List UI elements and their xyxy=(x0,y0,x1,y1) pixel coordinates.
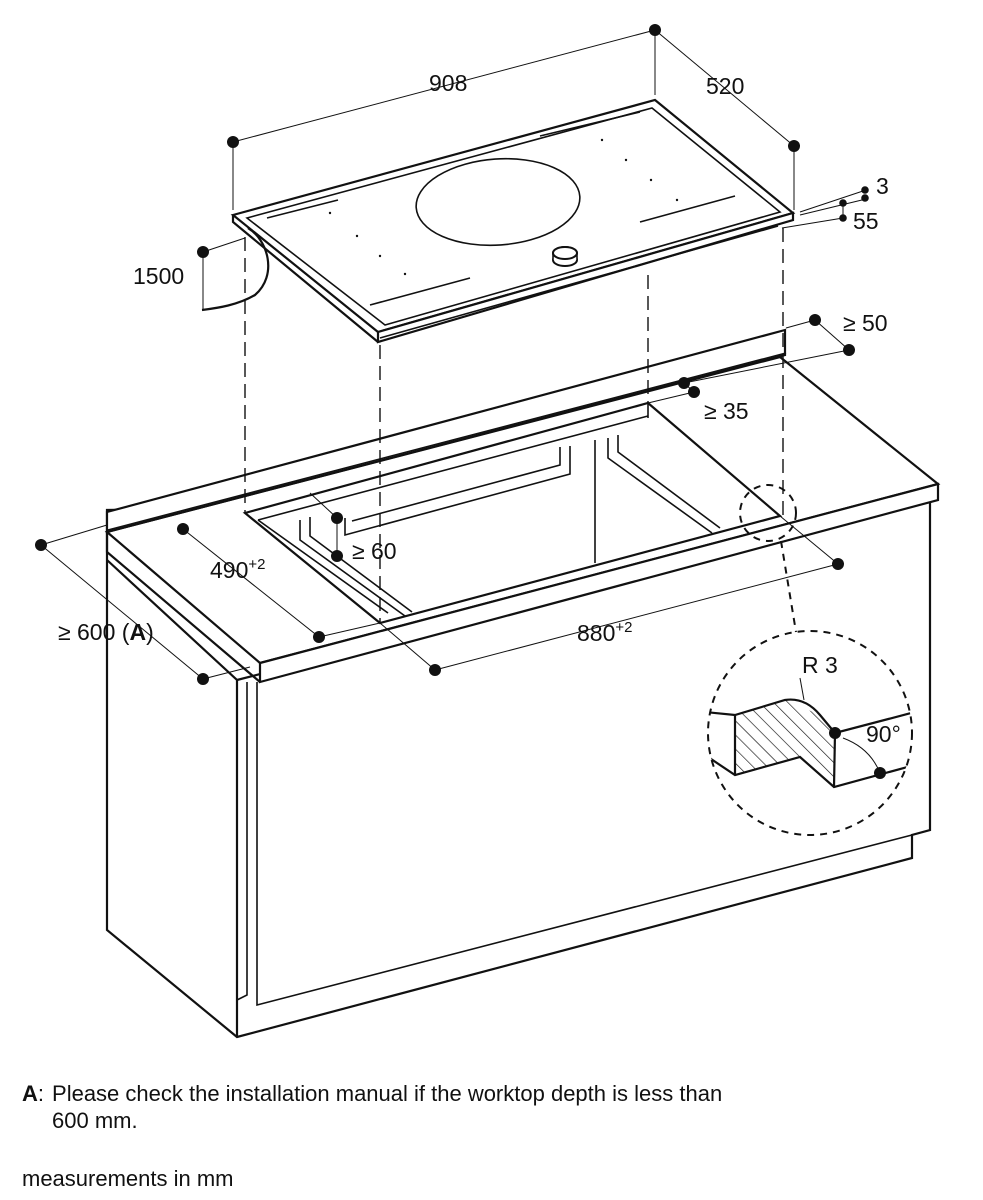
cutout-depth-label: 490+2 xyxy=(210,556,265,583)
dimension-labels: 908 520 3 55 1500 ≥ 50 ≥ 35 ≥ 60 490+2 8… xyxy=(58,70,901,747)
note-key: A xyxy=(22,1081,38,1106)
hob xyxy=(201,98,796,344)
installation-diagram: 908 520 3 55 1500 ≥ 50 ≥ 35 ≥ 60 490+2 8… xyxy=(35,24,941,1039)
edge-detail xyxy=(707,630,913,836)
note-text: Please check the installation manual if … xyxy=(52,1081,723,1133)
depth-label: 520 xyxy=(706,73,744,99)
projection-lines xyxy=(244,228,784,623)
radius-label: R 3 xyxy=(802,652,838,678)
worktop-depth-label: ≥ 600 (A) xyxy=(58,619,154,645)
glass-thickness-label: 3 xyxy=(876,173,889,199)
control-knob-icon xyxy=(552,246,578,267)
rear-clearance-label: ≥ 50 xyxy=(843,310,888,336)
hob-indicators xyxy=(328,138,679,276)
cable-length-label: 1500 xyxy=(133,263,184,289)
cutout xyxy=(242,401,797,625)
note-a: A: Please check the installation manual … xyxy=(22,1080,962,1134)
height-label: 55 xyxy=(853,208,879,234)
dimension-lines xyxy=(35,24,869,685)
cutout-width-label: 880+2 xyxy=(577,619,632,646)
units-note: measurements in mm xyxy=(22,1166,234,1191)
width-label: 908 xyxy=(429,70,467,96)
note-colon: : xyxy=(37,1081,45,1106)
angle-label: 90° xyxy=(866,721,901,747)
notes: A: Please check the installation manual … xyxy=(22,1080,962,1192)
front-gap-label: ≥ 60 xyxy=(352,538,397,564)
rear-gap-label: ≥ 35 xyxy=(704,398,749,424)
